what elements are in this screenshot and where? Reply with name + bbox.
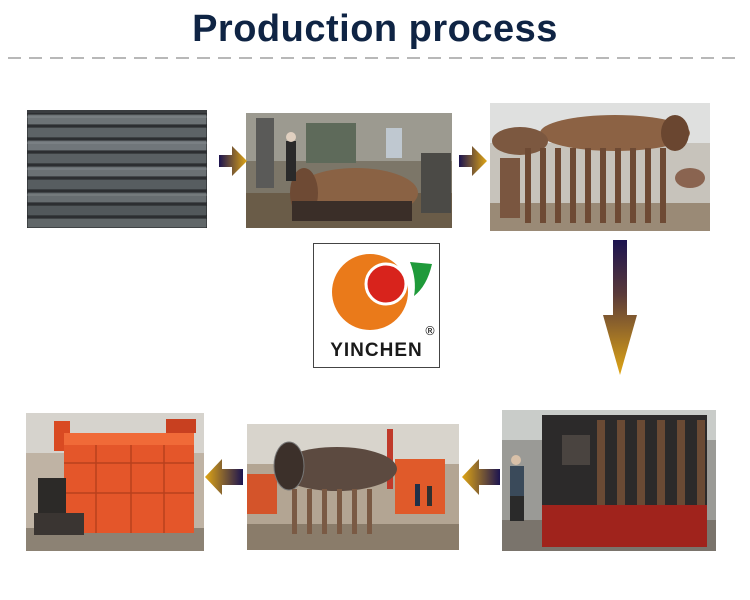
logo-red-circle [364, 262, 408, 306]
arrow-down [603, 240, 637, 375]
registered-mark: ® [424, 324, 436, 338]
step-2-drum-welding-photo [246, 113, 452, 228]
step-1-steel-pipes-photo [27, 110, 207, 228]
step-5-boiler-drum-assembly-photo [247, 424, 459, 550]
step-3-boiler-frame-photo [490, 103, 710, 231]
arrow-right-1 [219, 146, 247, 176]
arrow-left-2 [205, 459, 243, 495]
logo-green-leaf [410, 262, 432, 296]
step-6-finished-boiler-photo [26, 413, 204, 551]
yinchen-logo: YINCHEN ® [313, 243, 440, 368]
step-4-boiler-casing-photo [502, 410, 716, 551]
dashed-divider [8, 57, 742, 59]
arrow-left-1 [462, 459, 500, 495]
arrow-right-2 [459, 146, 487, 176]
page-title: Production process [192, 8, 558, 50]
yinchen-logo-icon [332, 254, 432, 330]
logo-brand-text: YINCHEN [330, 340, 423, 361]
